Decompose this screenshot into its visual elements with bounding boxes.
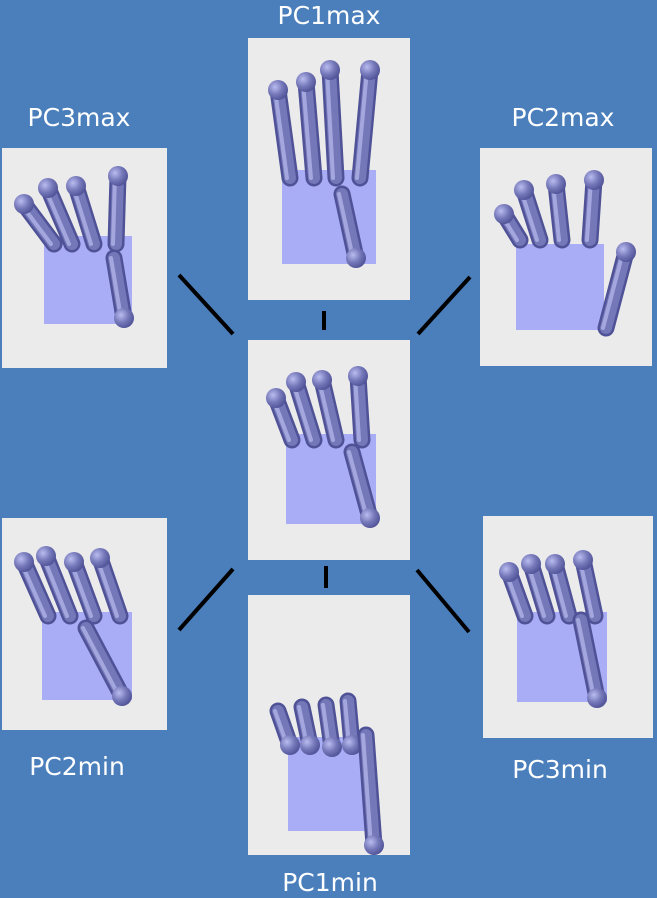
hand-pc1max [268,60,380,268]
label-pc2min: PC2min [29,752,125,781]
fingertip [348,366,368,386]
fingertip [514,180,534,200]
fingertip [320,60,340,80]
label-pc2max: PC2max [511,103,615,132]
hand-center [266,366,380,528]
fingertip [587,688,607,708]
panel-pc3min [483,516,653,738]
hand-pc1min [269,692,384,855]
fingertip [90,548,110,568]
fingertip [546,174,566,194]
panel-center [248,340,410,560]
fingertip [64,552,84,572]
fingertip [322,737,342,757]
label-pc1min: PC1min [282,868,378,897]
fingertip [108,166,128,186]
fingertip [296,72,316,92]
fingertip [573,550,593,570]
fingertip [14,194,34,214]
panel-pc2min [2,518,167,730]
fingertip [494,204,514,224]
fingertip [66,176,86,196]
fingertip [280,735,300,755]
fingertip [268,80,288,100]
fingertip [499,562,519,582]
fingertip [521,554,541,574]
hand-pc2max [494,170,636,337]
fingertip [584,170,604,190]
hand-pc3min [499,550,607,708]
fingertip [114,308,134,328]
connector-center-to-pc3min [415,568,471,634]
connector-center-to-pc3max [177,273,235,336]
fingertip [112,686,132,706]
panel-pc2max [480,148,652,366]
panel-pc3max [2,148,167,368]
label-pc3min: PC3min [512,755,608,784]
panel-pc1max [248,38,410,300]
fingertip [360,60,380,80]
label-pc3max: PC3max [27,103,131,132]
fingertip [616,242,636,262]
fingertip [360,508,380,528]
fingertip [346,248,366,268]
fingertip [36,546,56,566]
hand-pc2min [14,546,132,706]
fingertip [266,388,286,408]
palm [516,244,604,330]
connector-center-to-pc2max [416,275,472,336]
label-pc1max: PC1max [277,1,381,30]
fingertip [312,370,332,390]
fingertip [364,835,384,855]
fingertip [286,372,306,392]
panel-pc1min [248,595,410,855]
connector-center-to-pc2min [177,567,235,632]
fingertip [38,178,58,198]
hand-pc3max [14,166,134,328]
fingertip [14,552,34,572]
fingertip [300,735,320,755]
fingertip [545,554,565,574]
fingertip [342,735,362,755]
